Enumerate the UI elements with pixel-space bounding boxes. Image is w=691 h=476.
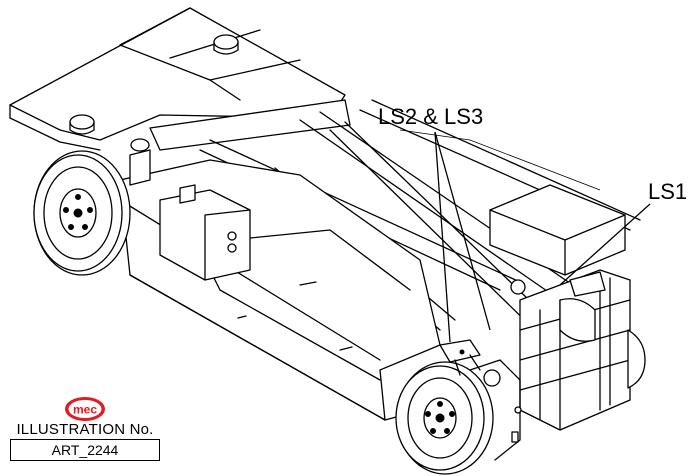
chassis-body — [119, 138, 441, 421]
wheel-front — [395, 359, 522, 475]
mec-logo: mec — [65, 397, 105, 421]
callout-leaders — [434, 131, 651, 343]
limit-switch-ls1 — [569, 271, 606, 297]
limit-switch-ls2-ls3 — [439, 339, 481, 376]
rear-assembly — [489, 184, 631, 431]
illustration-number-block: mec ILLUSTRATION No. ART_2244 — [10, 396, 160, 461]
wheel-rear-left — [33, 150, 131, 276]
upper-deck — [9, 7, 346, 151]
callout-ls1: LS1 — [648, 179, 687, 204]
logo-text: mec — [73, 403, 97, 417]
wheel-rear-right — [627, 329, 646, 389]
illustration-label: ILLUSTRATION No. — [16, 421, 154, 438]
illustration-number: ART_2244 — [10, 439, 160, 461]
callout-ls2-ls3: LS2 & LS3 — [378, 104, 483, 129]
